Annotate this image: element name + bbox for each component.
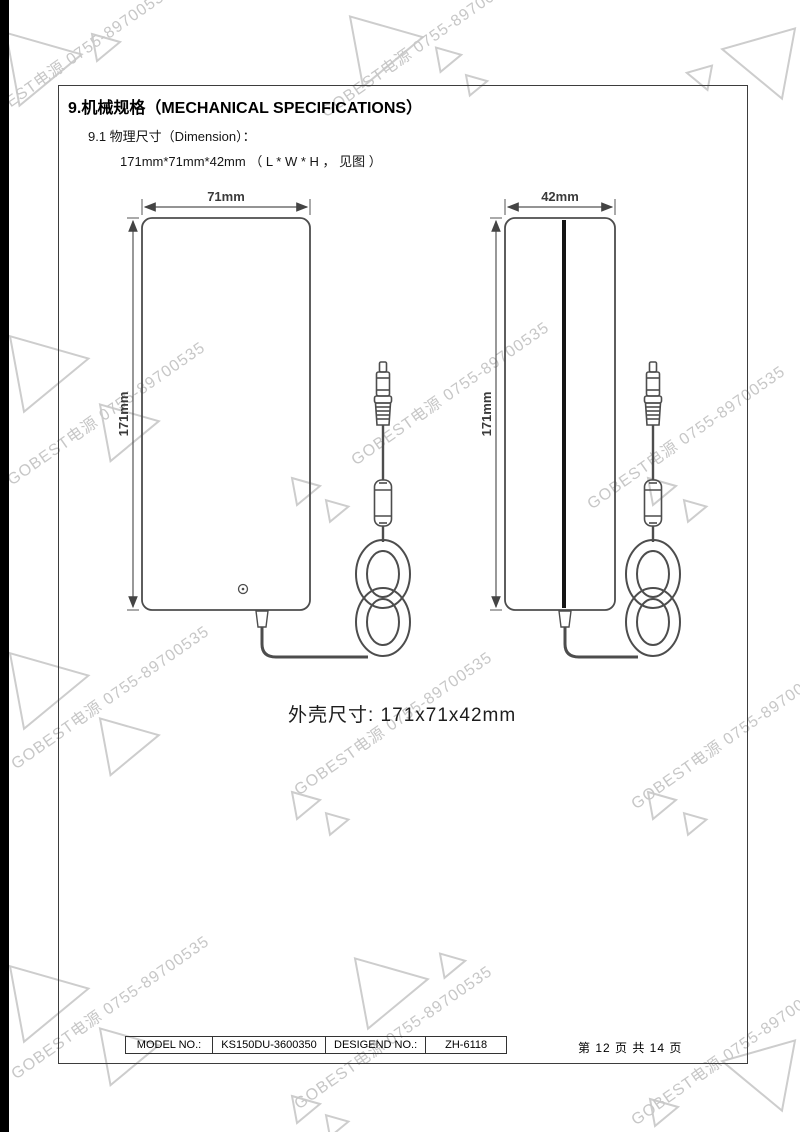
front-width-label: 71mm bbox=[207, 189, 245, 204]
dimension-text: 171mm*71mm*42mm （ L * W * H ， 见图 ） bbox=[120, 154, 382, 169]
binding-edge bbox=[0, 0, 9, 1132]
page-border bbox=[58, 85, 748, 1064]
output-cable bbox=[563, 627, 638, 659]
page-title: 9.机械规格（MECHANICAL SPECIFICATIONS） bbox=[68, 100, 423, 117]
footer-table: MODEL NO.: KS150DU-3600350 DESIGEND NO.:… bbox=[125, 1036, 508, 1054]
side-width-label: 42mm bbox=[541, 189, 579, 204]
section-heading: 9.1 物理尺寸（Dimension）： bbox=[88, 129, 256, 144]
adapter-body-side bbox=[504, 217, 616, 611]
model-no-label: MODEL NO.: bbox=[125, 1036, 213, 1054]
output-cable bbox=[260, 627, 368, 659]
dc-plug-cable-assembly bbox=[624, 360, 682, 658]
adapter-body-front bbox=[141, 217, 311, 611]
cable-strain-relief bbox=[558, 610, 572, 628]
dc-plug-cable-assembly bbox=[354, 360, 412, 658]
led-dot bbox=[241, 587, 245, 591]
mechanical-drawing: 71mm 171mm 42mm bbox=[116, 189, 682, 659]
model-no-value: KS150DU-3600350 bbox=[212, 1036, 326, 1054]
design-no-value: ZH-6118 bbox=[425, 1036, 508, 1054]
cable-strain-relief bbox=[255, 610, 269, 628]
front-height-label: 171mm bbox=[116, 392, 131, 437]
shell-size-caption: 外壳尺寸: 171x71x42mm bbox=[288, 705, 517, 726]
page-indicator: 第 12 页 共 14 页 bbox=[578, 1041, 683, 1055]
side-height-label: 171mm bbox=[479, 392, 494, 437]
front-view-drawing: 71mm 171mm bbox=[116, 189, 412, 659]
side-view-drawing: 42mm 171mm bbox=[479, 189, 682, 659]
led-indicator bbox=[237, 583, 249, 595]
design-no-label: DESIGEND NO.: bbox=[325, 1036, 427, 1054]
